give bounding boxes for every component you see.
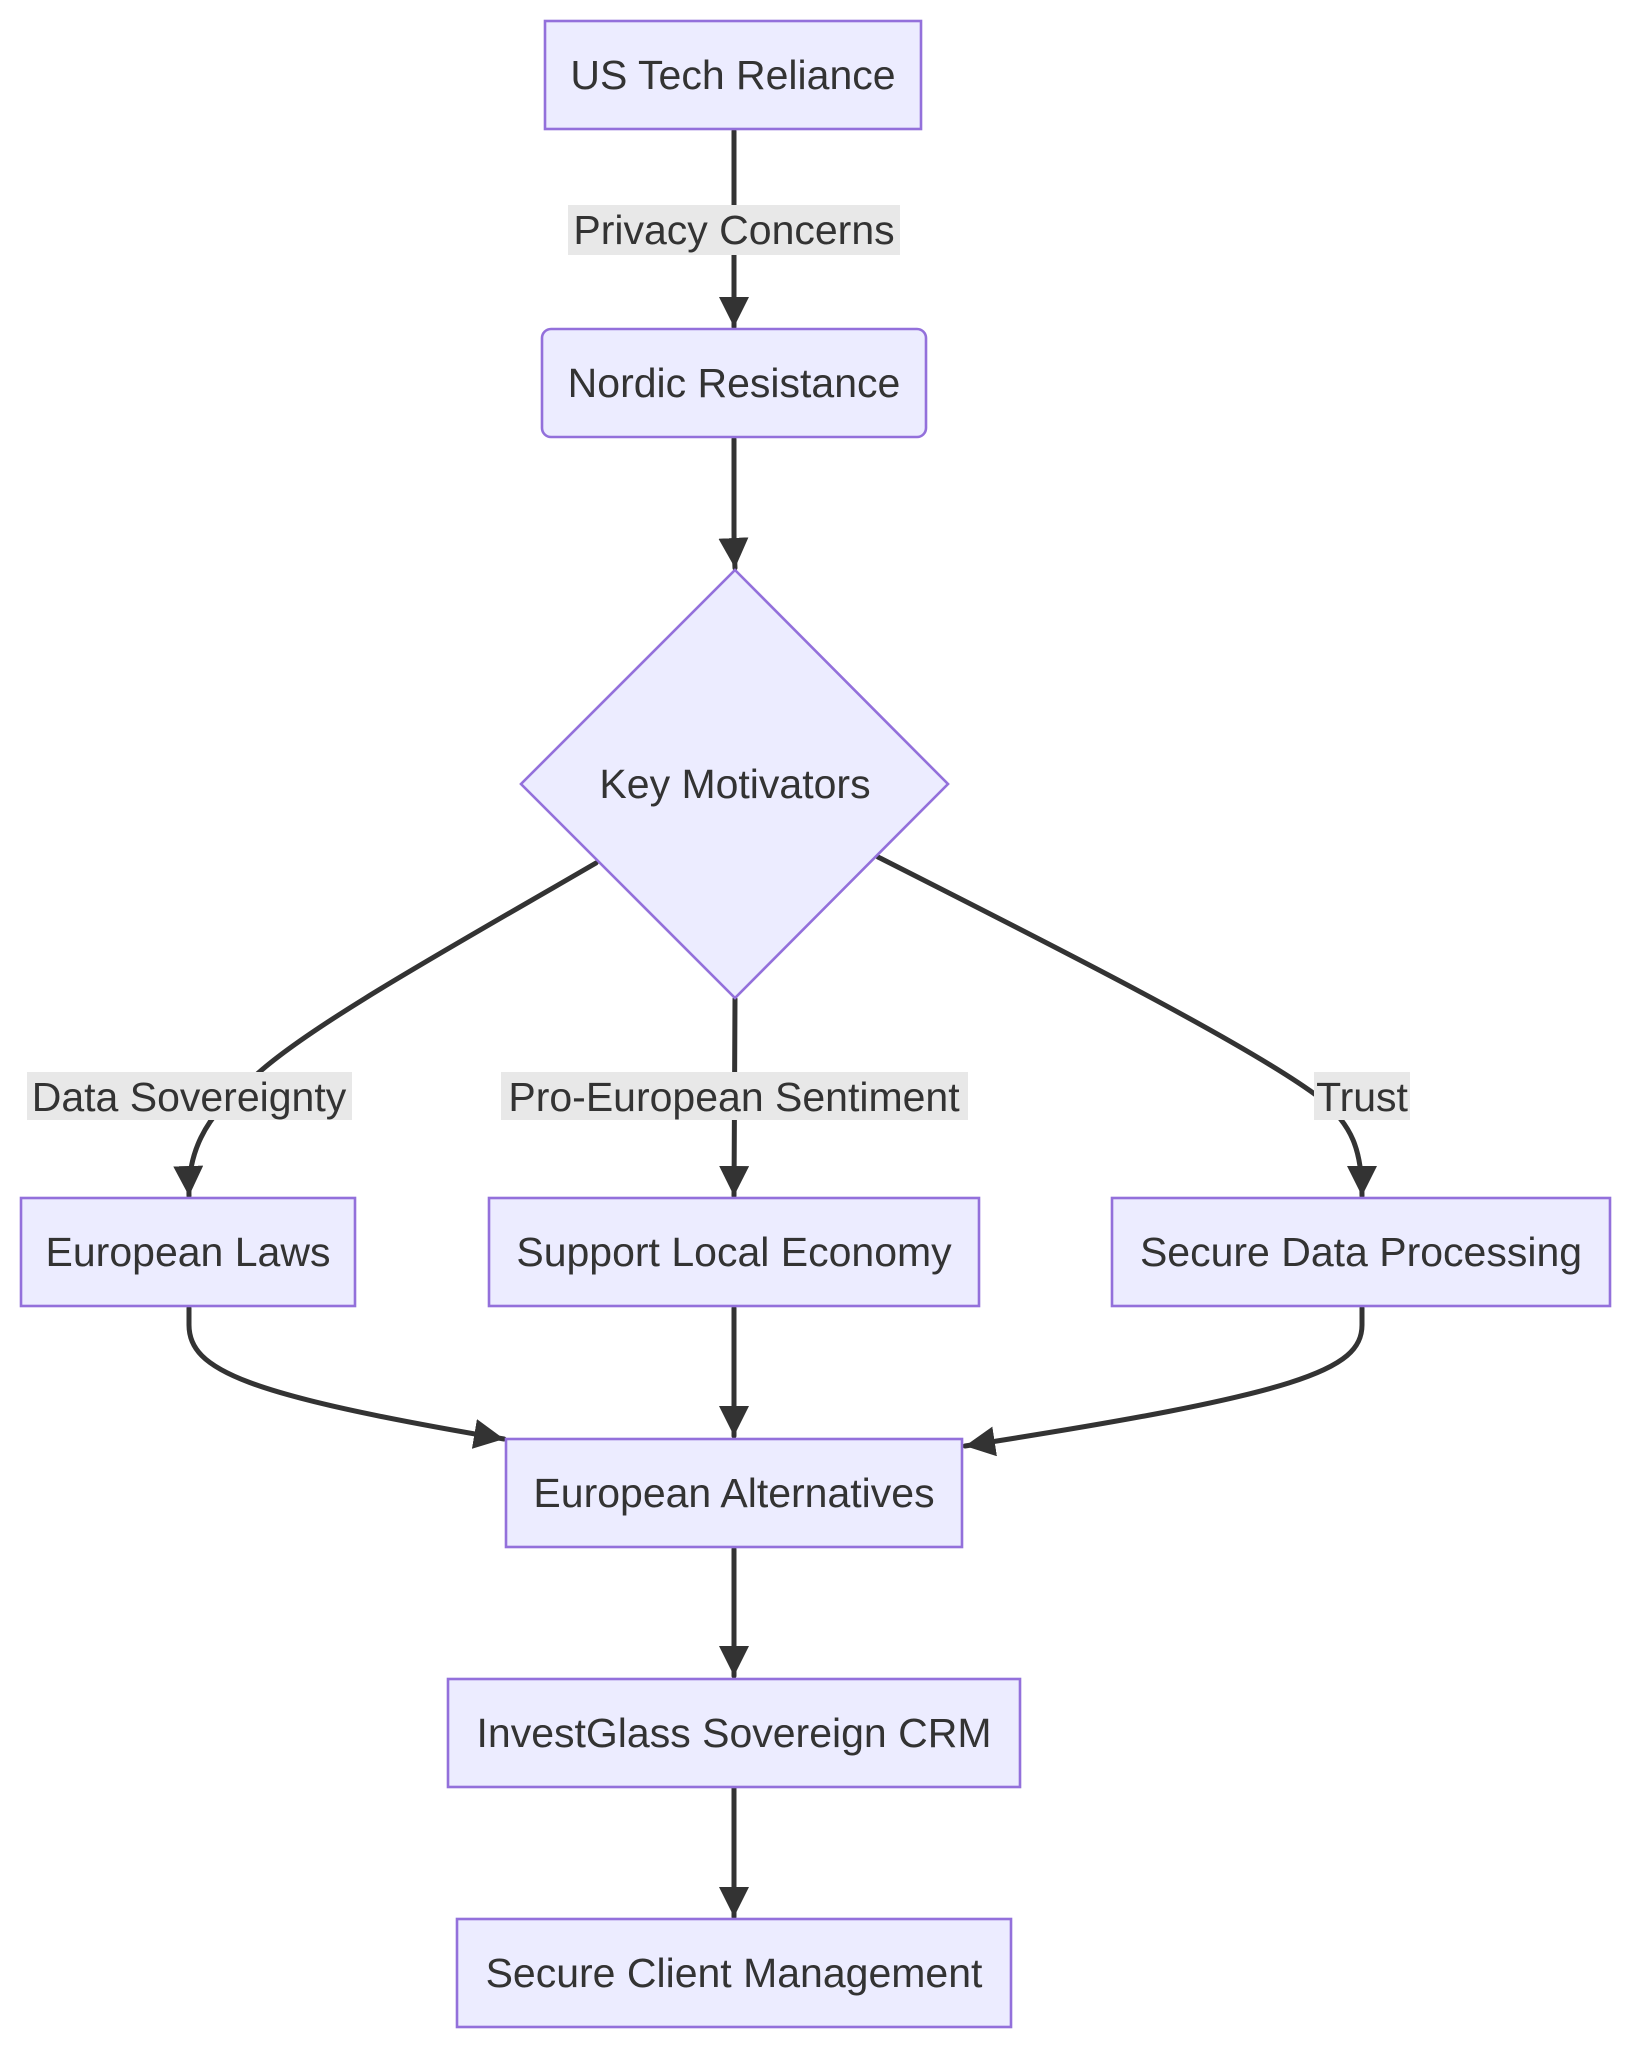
node-european-laws: European Laws: [19, 1196, 357, 1308]
edge-label-trust: Trust: [1314, 1072, 1410, 1120]
node-secure-client-management: Secure Client Management: [455, 1917, 1013, 2029]
node-box: [487, 1196, 981, 1308]
node-label: InvestGlass Sovereign CRM: [477, 1710, 992, 1756]
node-box: [540, 327, 928, 439]
edge-labels: Privacy Concerns Data Sovereignty Pro-Eu…: [27, 205, 1410, 1120]
edge-motivators-to-secure-data: [875, 854, 1377, 1199]
edge-nordic-to-motivators: [718, 436, 749, 571]
node-label: Support Local Economy: [516, 1229, 952, 1275]
node-box: [446, 1677, 1022, 1789]
node-box: [1110, 1196, 1612, 1308]
edge-label-text: Pro-European Sentiment: [508, 1074, 960, 1120]
node-label: Secure Client Management: [486, 1950, 983, 1996]
edges: [173, 128, 1377, 1920]
node-secure-data-processing: Secure Data Processing: [1110, 1196, 1612, 1308]
node-box: [455, 1917, 1013, 2029]
node-european-alternatives: European Alternatives: [504, 1437, 964, 1549]
edge-label-background: [501, 1072, 968, 1120]
node-box: [19, 1196, 357, 1308]
decision-diamond: [519, 568, 950, 1000]
node-label: Secure Data Processing: [1140, 1229, 1582, 1275]
edge-label-pro-european-sentiment: Pro-European Sentiment: [501, 1072, 968, 1120]
node-nordic-resistance: Nordic Resistance: [540, 327, 928, 439]
node-box: [543, 19, 923, 131]
node-box: [504, 1437, 964, 1549]
edge-label-text: Trust: [1316, 1074, 1408, 1120]
edge-european-laws-to-alternatives: [186, 1305, 507, 1449]
node-label: Nordic Resistance: [568, 360, 901, 406]
node-us-tech-reliance: US Tech Reliance: [543, 19, 923, 131]
node-label: European Alternatives: [533, 1470, 934, 1516]
edge-label-background: [568, 205, 900, 255]
edge-label-background: [1314, 1072, 1410, 1120]
edge-secure-data-to-alternatives: [962, 1305, 1365, 1457]
edge-label-background: [27, 1072, 352, 1120]
edge-label-privacy-concerns: Privacy Concerns: [568, 205, 900, 255]
node-investglass-sovereign-crm: InvestGlass Sovereign CRM: [446, 1677, 1022, 1789]
edge-label-data-sovereignty: Data Sovereignty: [27, 1072, 352, 1120]
node-label: US Tech Reliance: [570, 52, 895, 98]
edge-label-text: Privacy Concerns: [573, 207, 894, 253]
node-support-local-economy: Support Local Economy: [487, 1196, 981, 1308]
node-label: Key Motivators: [599, 761, 870, 807]
node-label: European Laws: [46, 1229, 331, 1275]
edge-motivators-to-european-laws: [173, 860, 599, 1199]
nodes: US Tech Reliance Nordic Resistance Key M…: [19, 19, 1612, 2029]
edge-label-text: Data Sovereignty: [32, 1074, 347, 1120]
node-key-motivators: Key Motivators: [519, 568, 950, 1000]
